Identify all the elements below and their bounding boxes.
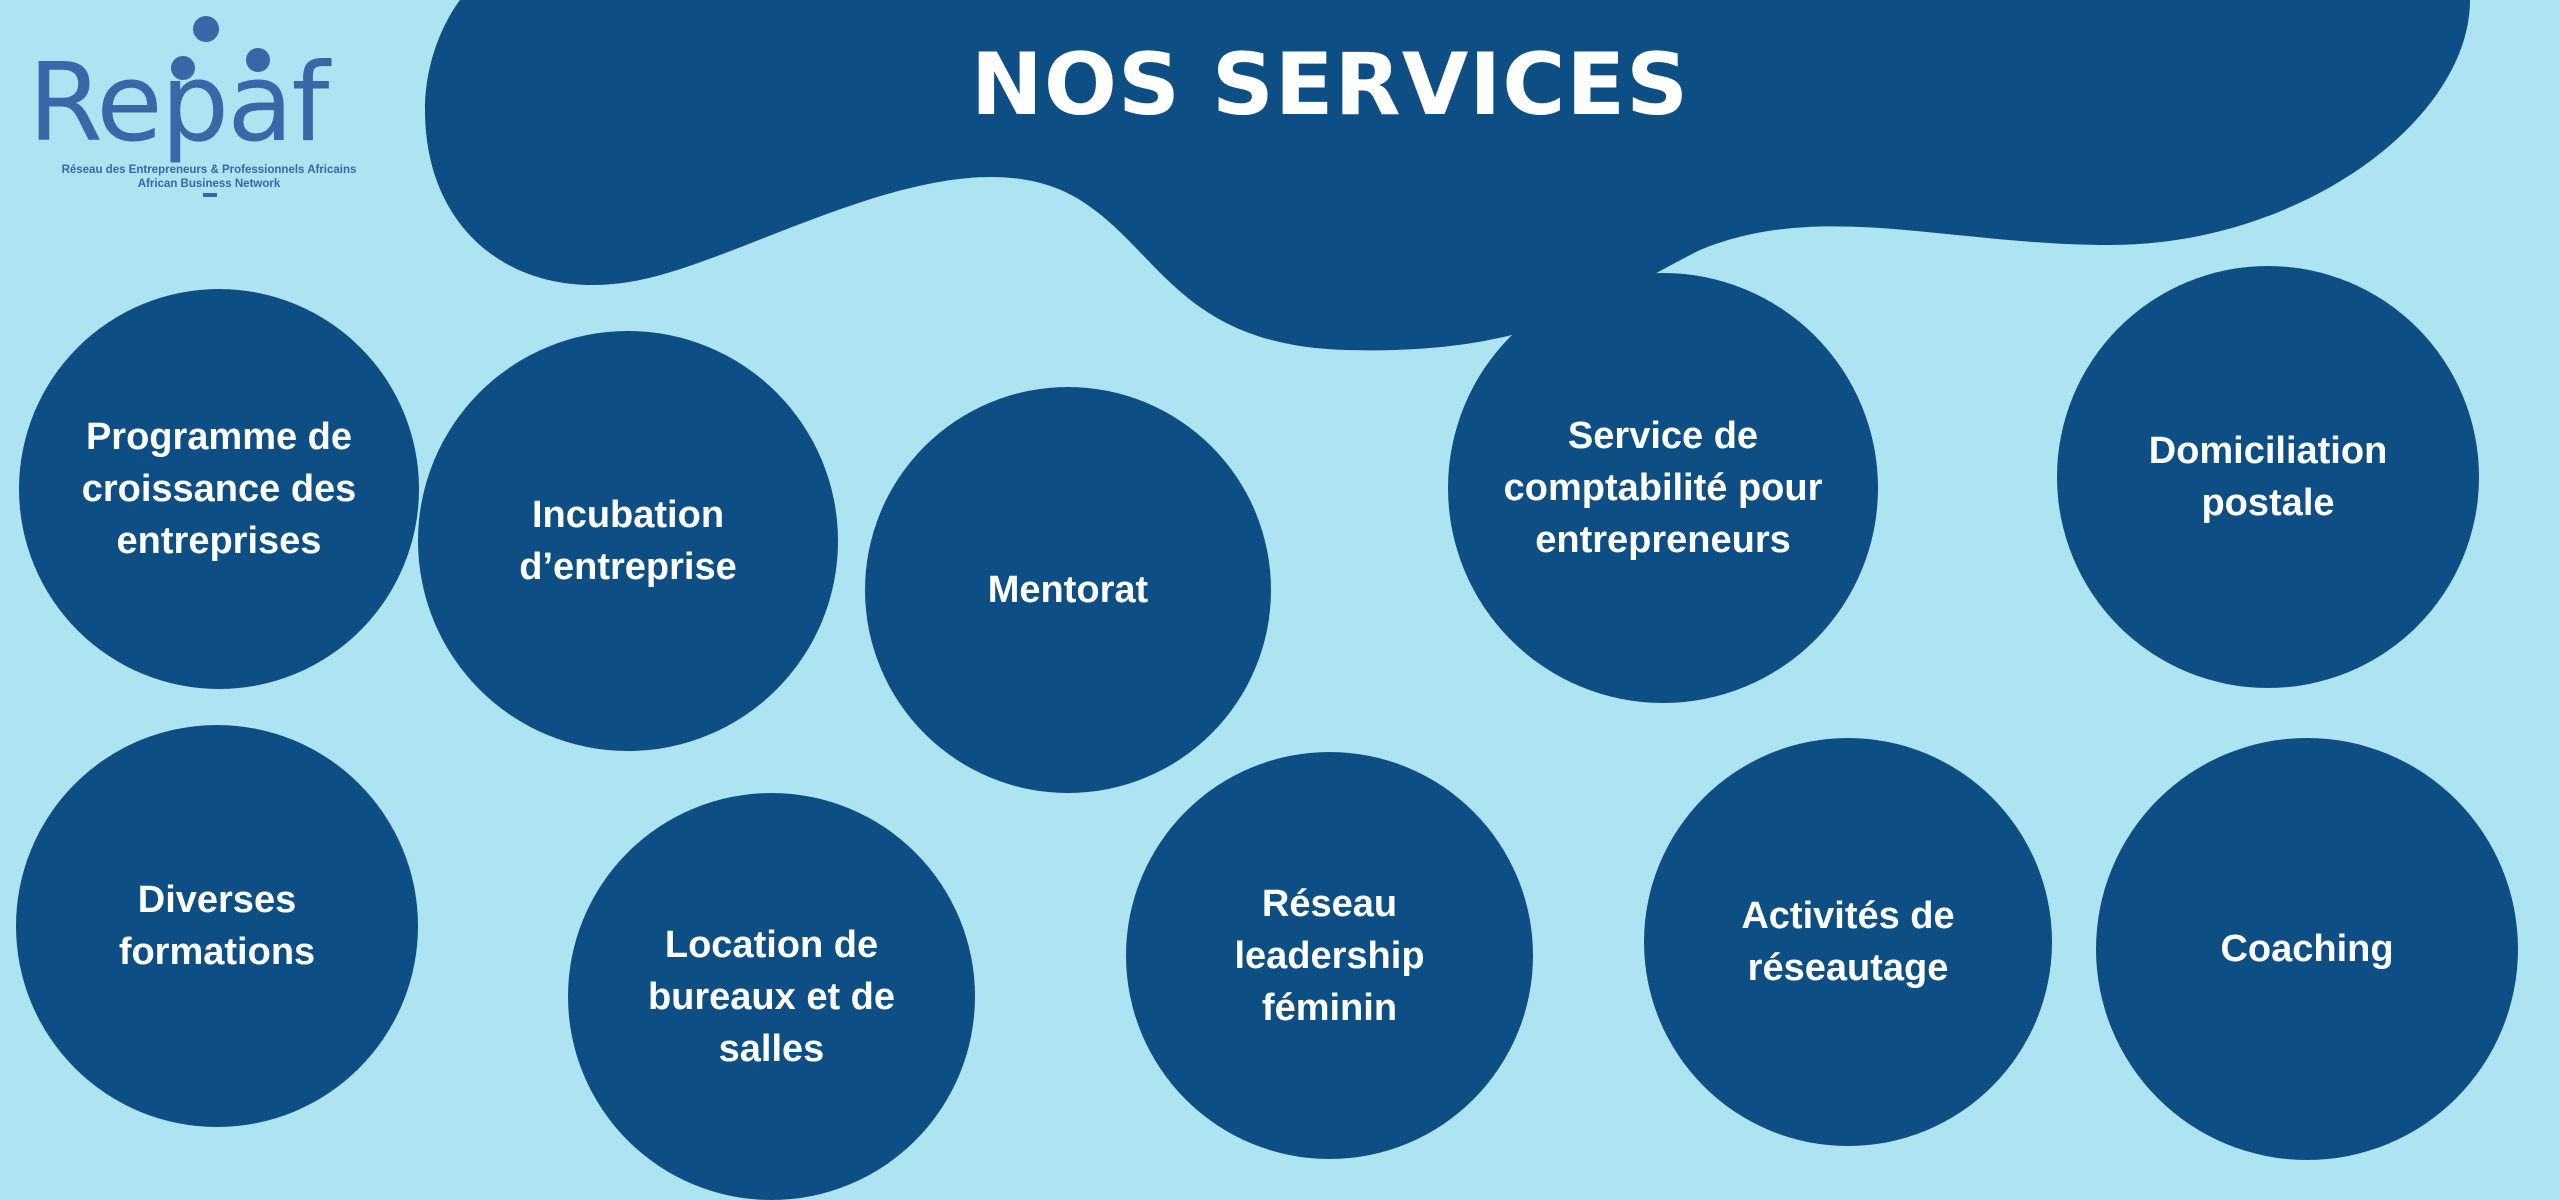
service-bubble-mentoring[interactable]: Mentorat [865,387,1271,793]
logo-dash [203,193,217,197]
service-bubble-office-rental[interactable]: Location de bureaux et de salles [568,793,975,1200]
service-label: Activités de réseautage [1741,895,1955,989]
service-bubble-incubation[interactable]: Incubation d’entreprise [418,331,838,751]
service-label: Réseau leadership féminin [1234,882,1425,1029]
logo-dot [246,48,270,72]
repaf-logo: Repaf Réseau des Entrepreneurs & Profess… [28,12,398,202]
service-label: Diverses formations [118,879,316,973]
service-bubble-accounting[interactable]: Service de comptabilité pour entrepreneu… [1448,273,1878,703]
logo-dot [193,16,219,42]
service-label: Programme de croissance des entreprises [81,416,357,562]
logo-dot [171,56,195,80]
service-label: Service de comptabilité pour entrepreneu… [1503,415,1823,561]
service-bubble-coaching[interactable]: Coaching [2096,738,2518,1160]
service-label: Coaching [2220,928,2394,970]
service-bubble-trainings[interactable]: Diverses formations [16,725,418,1127]
service-label: Domiciliation postale [2148,430,2388,524]
header-wave-path [425,0,2470,351]
logo-subtagline: African Business Network [137,178,281,190]
service-bubble-postal-domiciliation[interactable]: Domiciliation postale [2057,266,2479,688]
service-bubble-networking[interactable]: Activités de réseautage [1644,738,2052,1146]
service-bubble-women-leadership[interactable]: Réseau leadership féminin [1126,752,1533,1159]
service-label: Mentorat [987,569,1149,611]
service-label: Incubation d’entreprise [519,494,737,588]
page-title: NOS SERVICES [970,35,1690,135]
logo-tagline: Réseau des Entrepreneurs & Professionnel… [61,164,357,176]
header-wave-shape [425,0,2470,351]
service-label: Location de bureaux et de salles [647,923,896,1070]
service-bubble-growth-program[interactable]: Programme de croissance des entreprises [19,289,419,689]
